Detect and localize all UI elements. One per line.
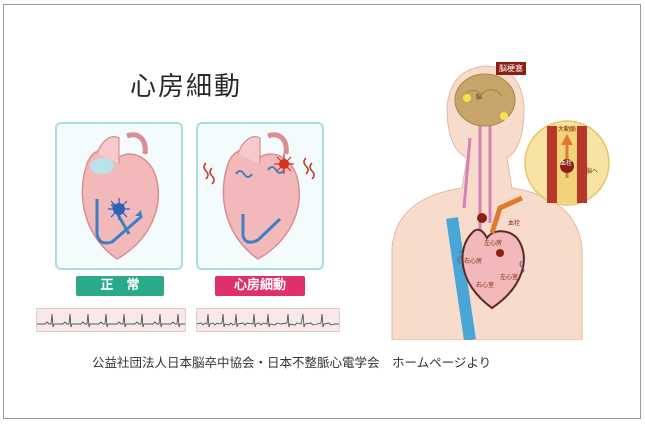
normal-ecg-strip [36,308,186,332]
afib-label-badge: 心房細動 [215,276,305,296]
heart-label-clot: 血栓 [508,218,520,227]
afib-heart-illustration [198,124,322,268]
normal-heart-panel [55,122,183,270]
normal-label-badge: 正 常 [76,276,164,296]
afib-ecg-trace [197,309,339,331]
page-title: 心房細動 [130,66,242,103]
heart-label-left-ventricle: 左心室 [500,272,518,281]
heart-label-right-ventricle: 右心室 [476,280,494,289]
heart-label-left-atrium: 左心房 [484,238,502,247]
afib-heart-panel [196,122,324,270]
brain-label: 脳 [476,92,482,101]
stroke-label: 脳梗塞 [496,62,526,75]
to-brain-label: 脳へ [586,166,598,175]
aorta-label: 大動脈 [558,124,576,133]
source-caption: 公益社団法人日本脳卒中協会・日本不整脈心電学会 ホームページより [92,352,491,371]
stroke-mechanism-figure: 脳梗塞 脳 大動脈 血栓 脳へ 血栓 左心房 右心房 左心室 右心室 [372,48,622,340]
heart-label-right-atrium: 右心房 [464,256,482,265]
normal-heart-illustration [57,124,181,268]
body-illustration [372,48,622,340]
afib-ecg-strip [196,308,340,332]
normal-ecg-trace [37,309,185,331]
clot-label: 血栓 [560,158,572,167]
